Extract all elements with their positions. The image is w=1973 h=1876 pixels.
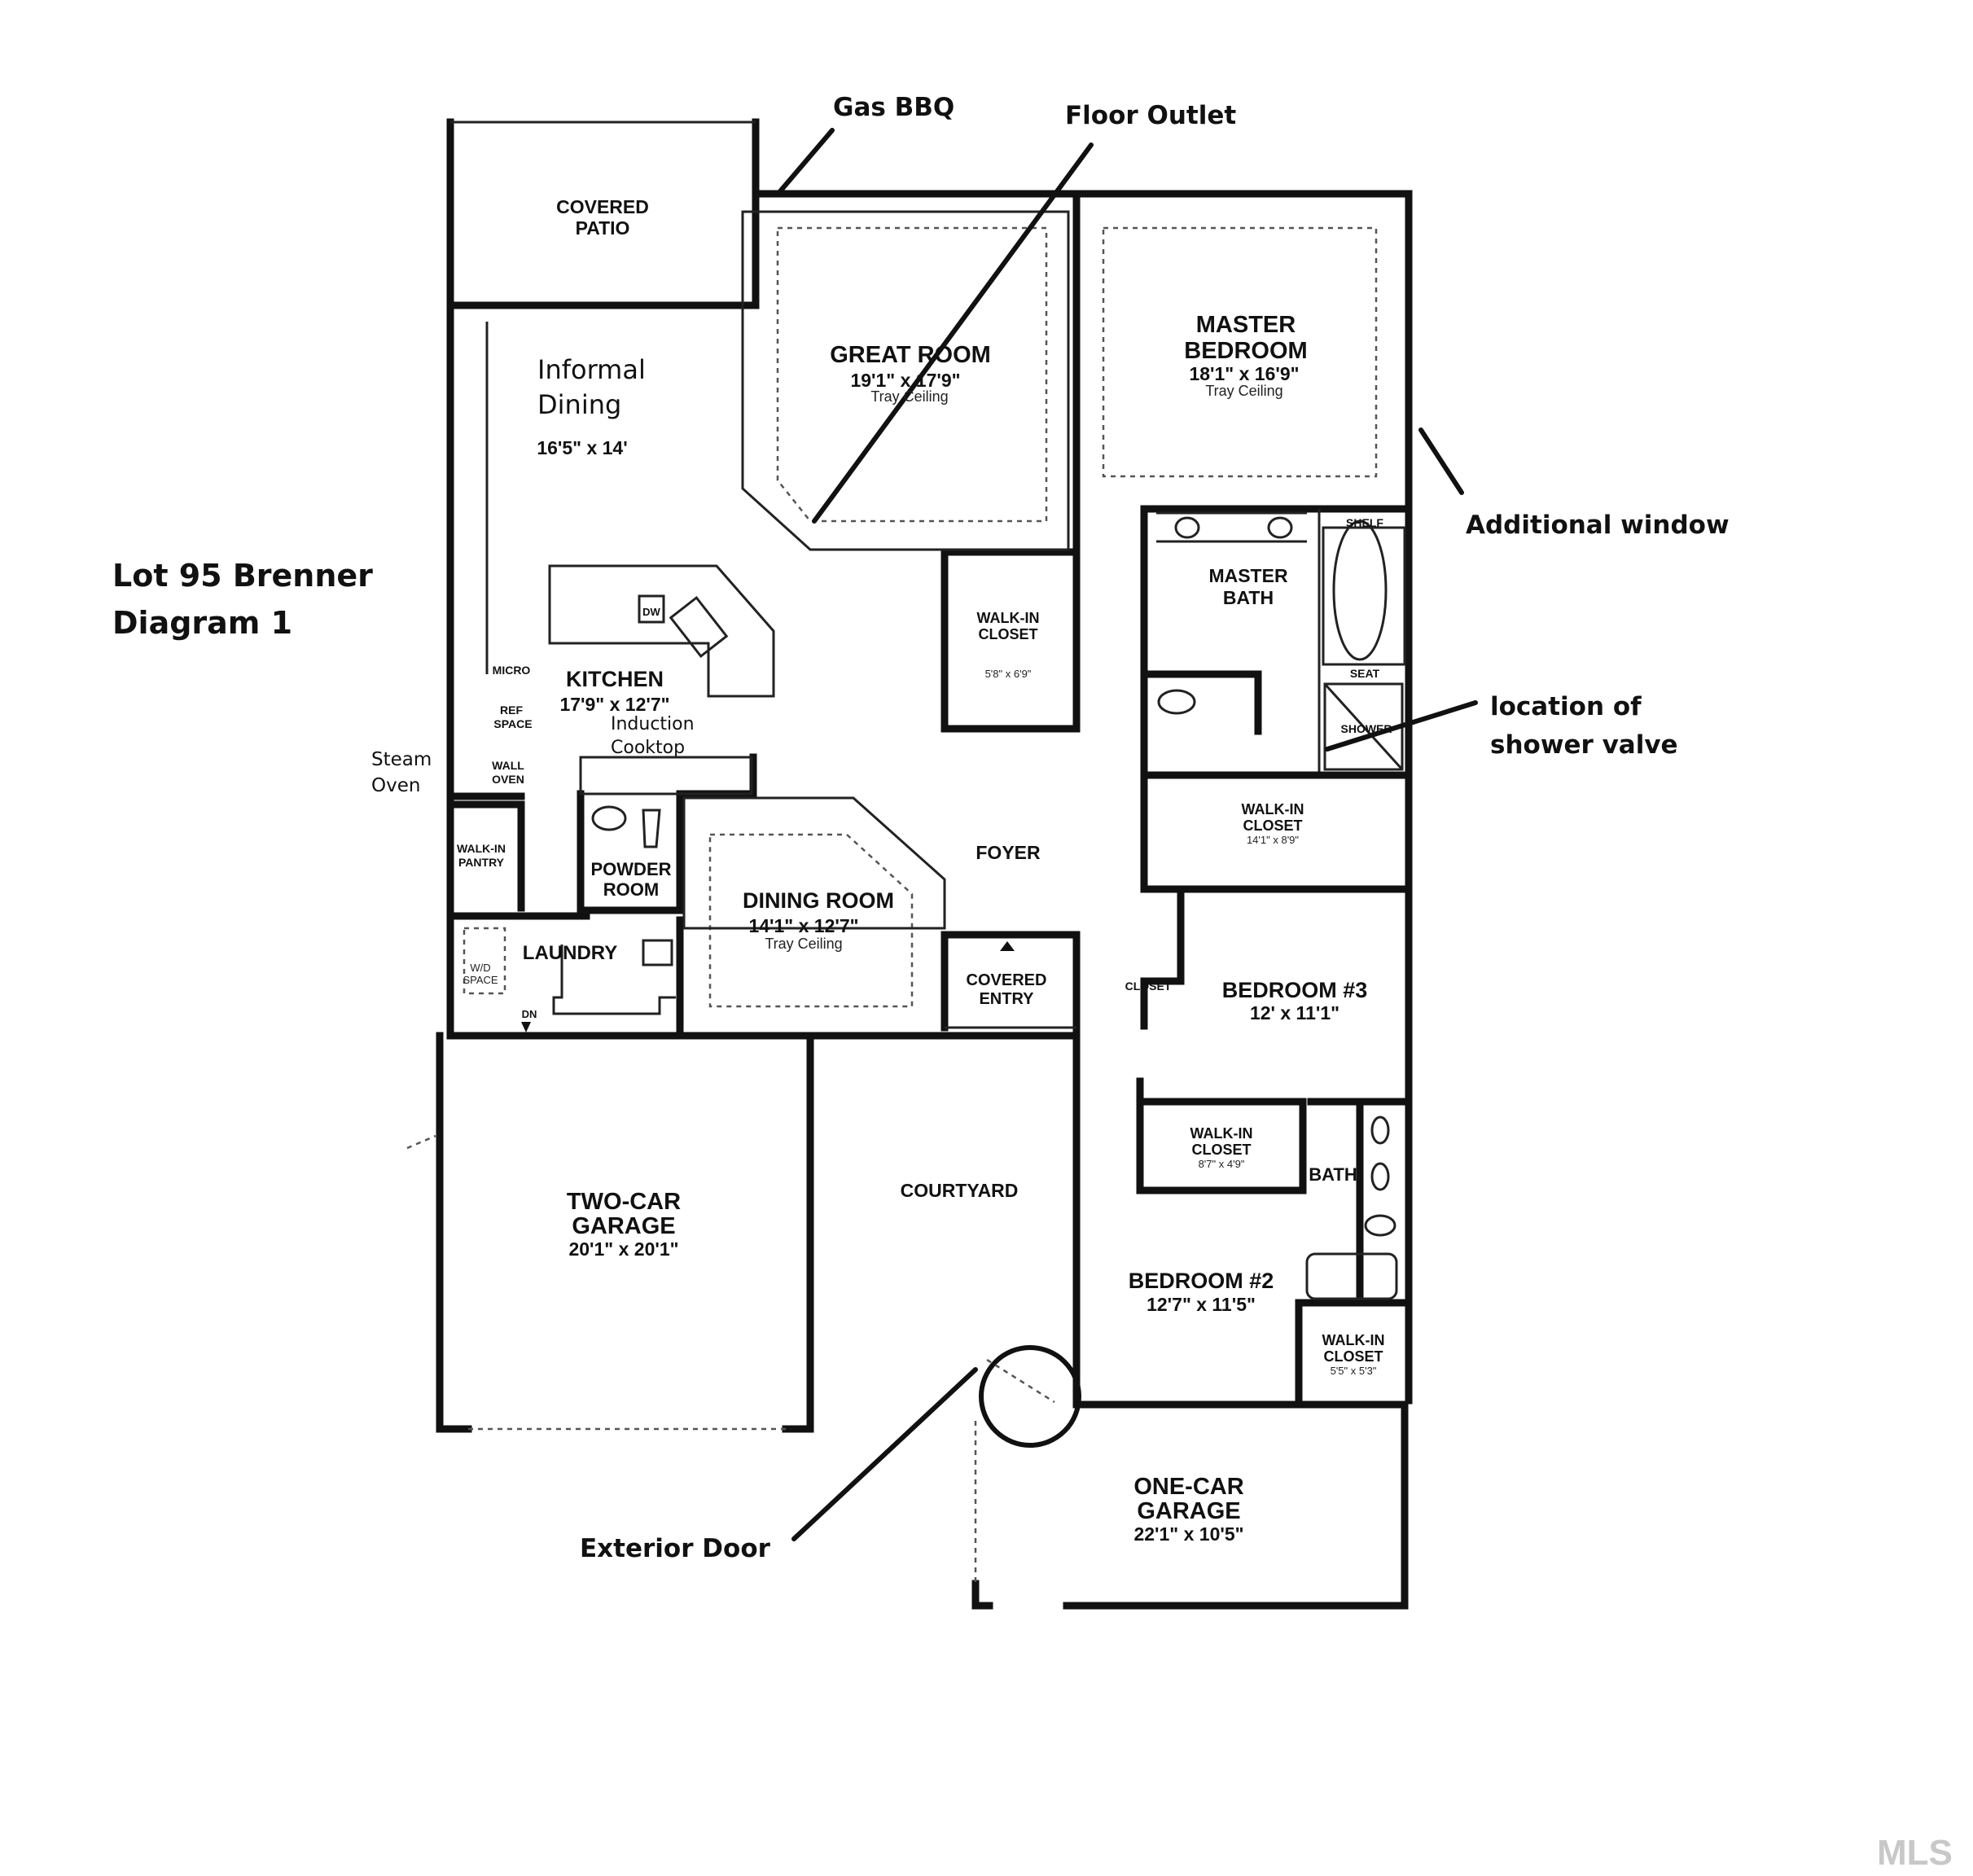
walk-in-closet-great-dim: 5'8" x 6'9" [985,668,1032,680]
wall-oven-label-1: WALL [492,759,524,772]
title-line-1: Lot 95 Brenner [112,558,373,594]
dw-label: DW [642,606,660,618]
powder-1: POWDER [591,859,672,879]
walk-in-closet-b2-dim: 5'5" x 5'3" [1331,1365,1377,1377]
master-bedroom-note: Tray Ceiling [1205,383,1282,399]
walk-in-closet-great-1: WALK-IN [977,610,1040,626]
one-car-dim: 22'1" x 10'5" [1133,1523,1243,1545]
master-bedroom-1: MASTER [1196,312,1296,338]
covered-patio-1: COVERED [556,196,649,217]
informal-dining-label-2: Dining [537,389,621,420]
steam-oven-label-1: Steam [371,749,432,770]
master-bath-1: MASTER [1208,565,1288,586]
closet-label: CLOSET [1125,980,1172,993]
shower-valve-note-1: location of [1490,692,1642,721]
micro-label: MICRO [493,664,531,677]
walk-in-closet-b2-1: WALK-IN [1322,1332,1385,1348]
kitchen-name: KITCHEN [566,667,664,691]
gas-bbq-note: Gas BBQ [833,93,954,122]
two-car-2: GARAGE [572,1213,675,1239]
covered-entry-1: COVERED [967,971,1047,989]
two-car-dim: 20'1" x 20'1" [568,1238,678,1260]
ref-label-1: REF [500,704,523,717]
dining-note: Tray Ceiling [765,936,842,952]
dn-label: DN [522,1008,537,1020]
pantry-2: PANTRY [458,856,505,869]
bedroom3-name: BEDROOM #3 [1222,978,1368,1002]
powder-2: ROOM [603,879,659,900]
master-closet-1: WALK-IN [1242,801,1304,817]
ref-label-2: SPACE [493,717,532,730]
room-labels: COVERED PATIO 16'5" x 14' GREAT ROOM 19'… [457,196,1392,1545]
great-room-name: GREAT ROOM [830,342,991,368]
master-closet-dim: 14'1" x 8'9" [1247,834,1299,846]
dining-name: DINING ROOM [743,888,894,913]
exterior-door-note: Exterior Door [580,1534,771,1563]
great-room-dim: 19'1" x 17'9" [850,370,960,391]
shower-valve-note-2: shower valve [1490,730,1678,760]
steam-oven-label-2: Oven [371,775,420,796]
shower-label: SHOWER [1341,722,1392,735]
fixtures [406,210,1406,1584]
walls [436,118,1413,1610]
wall-oven-label-2: OVEN [492,773,524,786]
laundry-name: LAUNDRY [523,942,617,964]
dining-dim: 14'1" x 12'7" [748,915,858,936]
walk-in-closet-b3-2: CLOSET [1191,1142,1251,1158]
floor-outlet-note: Floor Outlet [1065,101,1236,130]
one-car-1: ONE-CAR [1133,1474,1243,1500]
wd-label-2: SPACE [463,974,498,986]
walk-in-closet-b3-1: WALK-IN [1190,1125,1253,1142]
master-bath-2: BATH [1223,587,1274,608]
induction-label-2: Cooktop [611,738,685,758]
informal-dining-dim: 16'5" x 14' [537,437,627,458]
induction-label-1: Induction [611,714,695,734]
courtyard-label: COURTYARD [901,1180,1019,1201]
great-room-note: Tray Ceiling [870,388,948,405]
master-bedroom-2: BEDROOM [1184,338,1307,364]
bath-label: BATH [1309,1164,1357,1185]
wd-label-1: W/D [470,962,490,974]
bedroom2-name: BEDROOM #2 [1129,1269,1274,1293]
additional-window-note: Additional window [1466,511,1730,540]
one-car-2: GARAGE [1137,1498,1240,1524]
pantry-1: WALK-IN [457,842,506,855]
covered-patio-2: PATIO [576,217,630,239]
master-bedroom-dim: 18'1" x 16'9" [1189,363,1299,384]
bedroom2-dim: 12'7" x 11'5" [1147,1294,1256,1315]
covered-entry-2: ENTRY [979,990,1034,1008]
foyer-label: FOYER [976,842,1041,863]
kitchen-dim: 17'9" x 12'7" [559,694,669,715]
bedroom3-dim: 12' x 11'1" [1250,1002,1339,1023]
two-car-1: TWO-CAR [567,1189,681,1215]
mls-watermark: MLS [1877,1833,1953,1873]
seat-label: SEAT [1350,667,1380,680]
walk-in-closet-b3-dim: 8'7" x 4'9" [1199,1158,1245,1170]
annotation-lines [778,128,1478,1541]
master-closet-2: CLOSET [1243,817,1302,834]
title-line-2: Diagram 1 [112,605,292,641]
informal-dining-label-1: Informal [537,354,646,385]
walk-in-closet-great-2: CLOSET [978,626,1037,642]
shelf-label: SHELF [1346,516,1383,529]
walk-in-closet-b2-2: CLOSET [1323,1348,1383,1365]
